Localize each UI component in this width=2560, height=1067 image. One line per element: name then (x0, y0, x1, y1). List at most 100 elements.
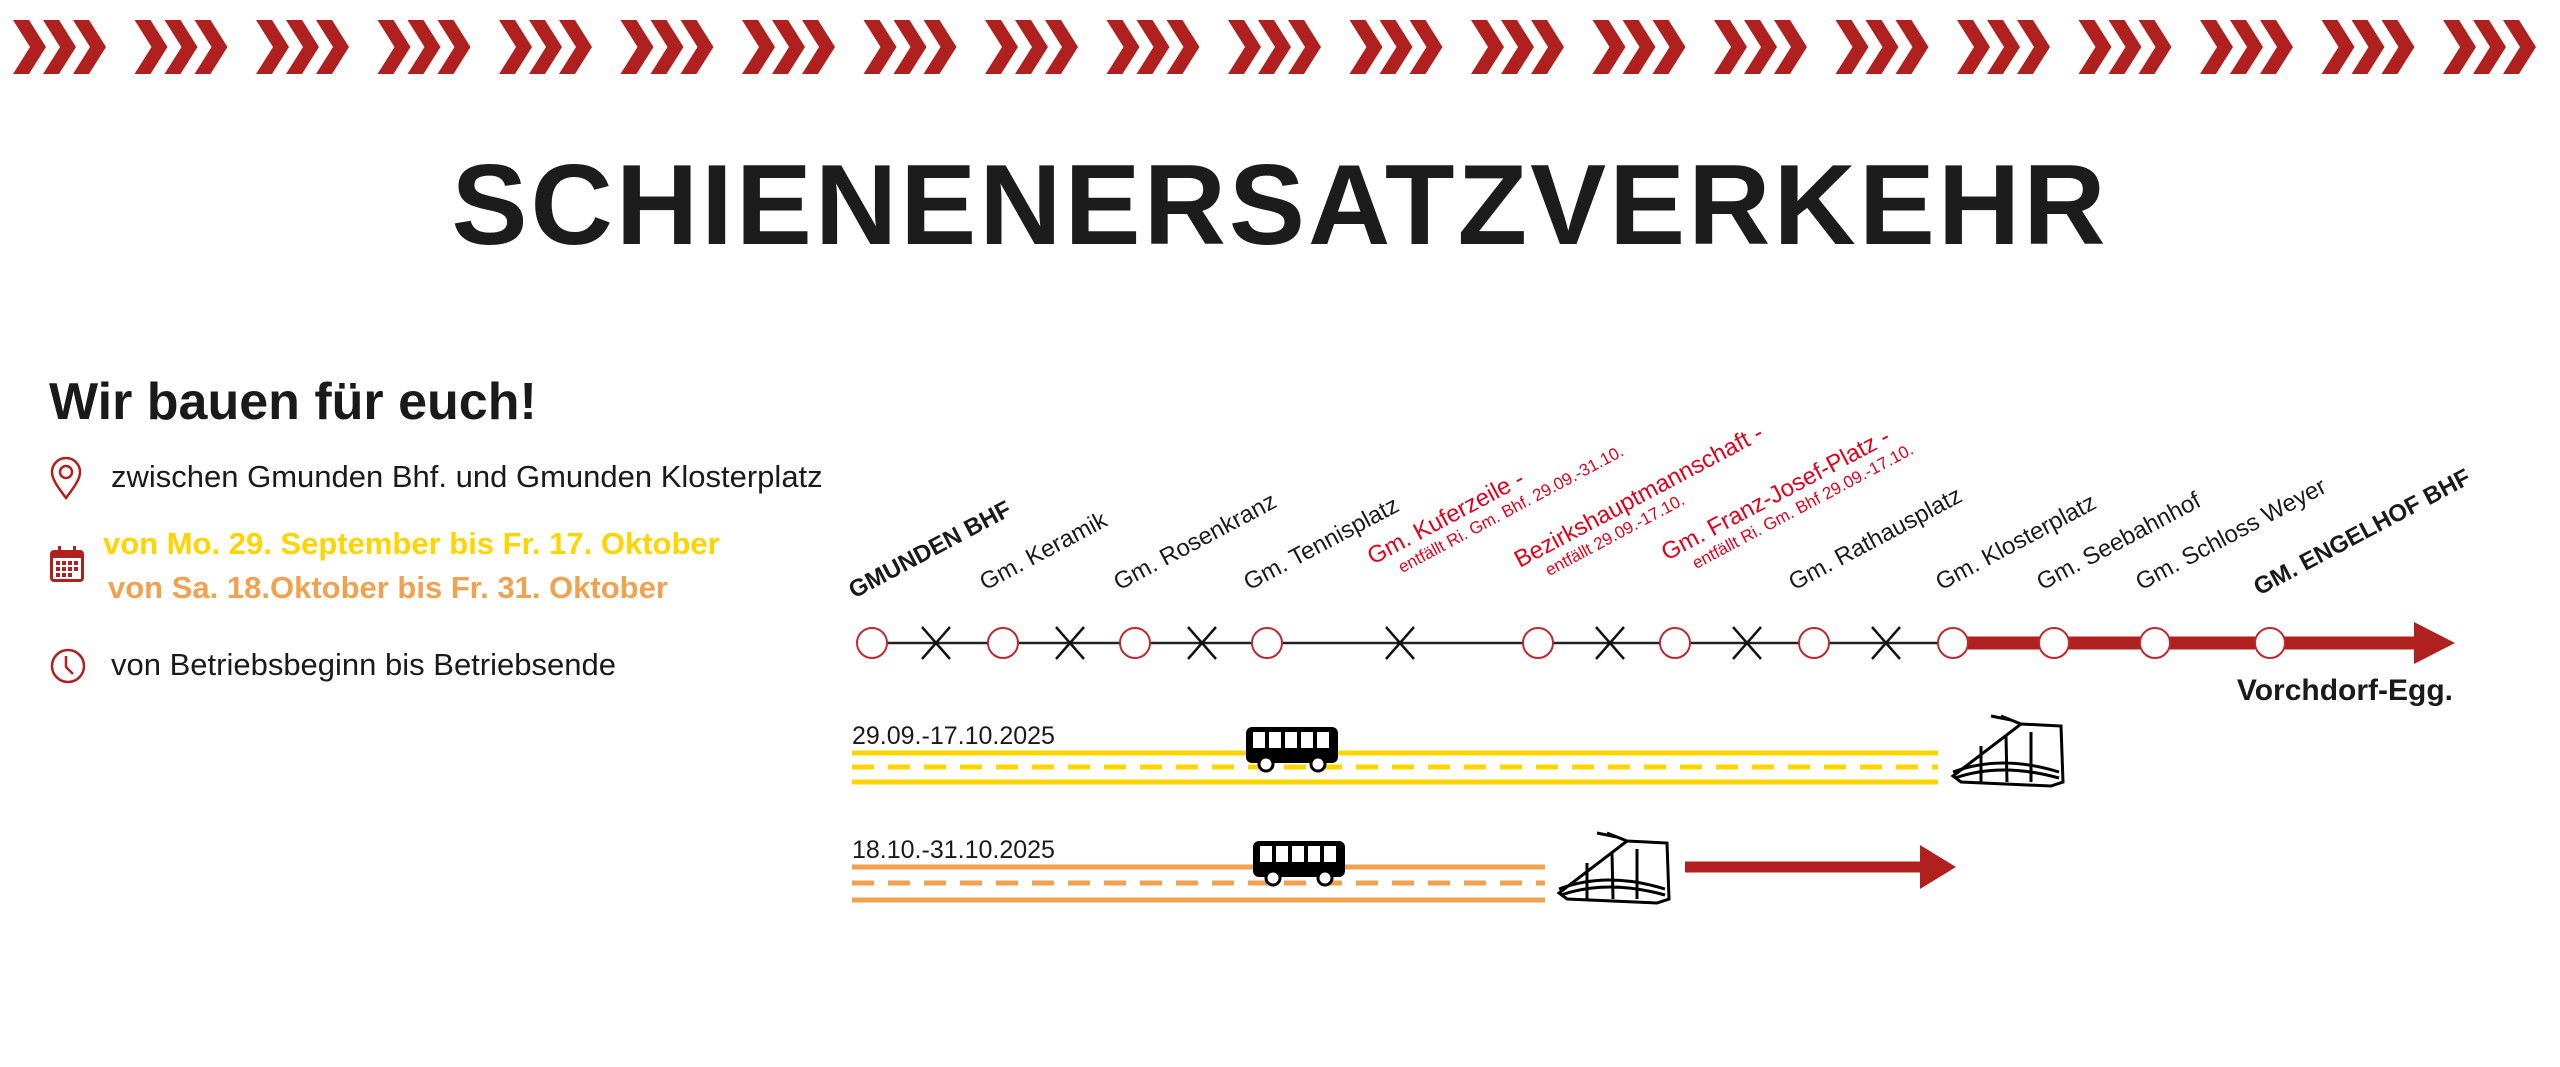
destination-label: Vorchdorf-Egg. (2236, 674, 2453, 707)
chevron-icon (1106, 20, 1140, 74)
arrow-right-icon (1920, 845, 1956, 889)
page-title: SCHIENENERSATZVERKEHR (451, 142, 2109, 269)
chevron-icon (1957, 20, 1990, 74)
location-pin-icon (50, 456, 82, 500)
chevron-icon (1744, 20, 1777, 74)
chevron-icon (1015, 20, 1048, 74)
chevron-icon (164, 20, 198, 74)
stop-circle (2254, 627, 2286, 659)
chevron-icon (1349, 20, 1383, 74)
chevron-icon (893, 20, 927, 74)
lane-1-date: 29.09.-17.10.2025 (852, 722, 1055, 750)
chevron-banner (13, 20, 2536, 74)
chevron-icon (377, 20, 411, 74)
cancelled-stop-x-icon (921, 626, 951, 660)
cancelled-stop-x-icon (1385, 626, 1415, 660)
chevron-icon (1471, 20, 1504, 74)
chevron-icon (772, 20, 805, 74)
chevron-icon (1652, 20, 1686, 74)
location-text: zwischen Gmunden Bhf. und Gmunden Kloste… (111, 459, 823, 494)
chevron-icon (2017, 20, 2050, 74)
stop-circle (2038, 627, 2070, 659)
stop-circle (1937, 627, 1969, 659)
clock-icon (50, 648, 86, 684)
chevron-icon (2503, 20, 2536, 74)
stop-circle (1522, 627, 1554, 659)
chevron-icon (1987, 20, 2020, 74)
chevron-icon (559, 20, 592, 74)
chevron-icon (985, 20, 1018, 74)
chevron-icon (923, 20, 957, 74)
chevron-icon (2200, 20, 2233, 74)
period-1-text: von Mo. 29. September bis Fr. 17. Oktobe… (103, 526, 720, 561)
chevron-icon (1136, 20, 1170, 74)
chevron-icon (194, 20, 228, 74)
chevron-icon (1258, 20, 1291, 74)
cancelled-stop-x-icon (1187, 626, 1217, 660)
chevron-icon (529, 20, 562, 74)
chevron-icon (2078, 20, 2112, 74)
chevron-icon (1774, 20, 1807, 74)
chevron-icon (2108, 20, 2142, 74)
chevron-icon (802, 20, 835, 74)
chevron-icon (1835, 20, 1869, 74)
chevron-icon (407, 20, 441, 74)
chevron-icon (1379, 20, 1413, 74)
tram-icon (1556, 831, 1671, 905)
calendar-icon (50, 546, 84, 582)
chevron-icon (650, 20, 684, 74)
chevron-icon (1045, 20, 1078, 74)
chevron-icon (437, 20, 471, 74)
bus-icon (1246, 727, 1338, 773)
cancelled-stop-x-icon (1595, 626, 1625, 660)
chevron-icon (13, 20, 46, 74)
chevron-icon (620, 20, 654, 74)
lane-2-date: 18.10.-31.10.2025 (852, 836, 1055, 864)
chevron-icon (43, 20, 76, 74)
chevron-icon (2381, 20, 2415, 74)
chevron-icon (134, 20, 168, 74)
tram-icon (1950, 714, 2065, 788)
chevron-icon (1714, 20, 1747, 74)
stop-circle (1798, 627, 1830, 659)
hours-text: von Betriebsbeginn bis Betriebsende (111, 647, 616, 682)
chevron-icon (1895, 20, 1929, 74)
stop-circle (856, 627, 888, 659)
info-heading: Wir bauen für euch! (49, 373, 537, 431)
chevron-icon (1409, 20, 1443, 74)
chevron-icon (2443, 20, 2476, 74)
chevron-icon (742, 20, 775, 74)
bus-icon (1253, 841, 1345, 887)
chevron-icon (1166, 20, 1200, 74)
stop-circle (1659, 627, 1691, 659)
chevron-icon (256, 20, 289, 74)
chevron-icon (1622, 20, 1656, 74)
chevron-icon (286, 20, 319, 74)
stop-circle (2139, 627, 2171, 659)
chevron-icon (2321, 20, 2355, 74)
chevron-icon (1531, 20, 1564, 74)
chevron-icon (2230, 20, 2263, 74)
chevron-icon (499, 20, 532, 74)
chevron-icon (2473, 20, 2506, 74)
chevron-icon (1228, 20, 1261, 74)
chevron-icon (1501, 20, 1534, 74)
chevron-icon (73, 20, 106, 74)
chevron-icon (680, 20, 714, 74)
chevron-icon (316, 20, 349, 74)
stop-circle (1251, 627, 1283, 659)
cancelled-stop-x-icon (1055, 626, 1085, 660)
chevron-icon (2260, 20, 2293, 74)
chevron-icon (2351, 20, 2385, 74)
stop-circle (987, 627, 1019, 659)
chevron-icon (863, 20, 897, 74)
cancelled-stop-x-icon (1732, 626, 1762, 660)
period-2-text: von Sa. 18.Oktober bis Fr. 31. Oktober (108, 570, 668, 605)
cancelled-stop-x-icon (1871, 626, 1901, 660)
stop-circle (1119, 627, 1151, 659)
chevron-icon (1592, 20, 1626, 74)
arrow-right-icon (2414, 622, 2455, 664)
chevron-icon (2138, 20, 2172, 74)
chevron-icon (1288, 20, 1321, 74)
